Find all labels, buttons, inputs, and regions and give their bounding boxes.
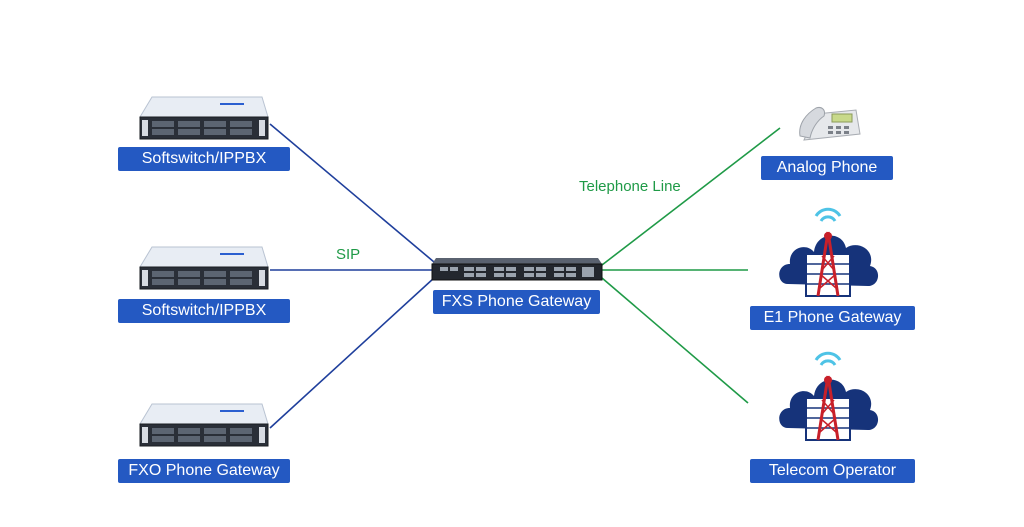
sip-label: SIP	[336, 246, 361, 263]
cell-tower-cloud-icon	[779, 207, 879, 297]
cell-tower-cloud-icon	[779, 351, 879, 441]
rack-server-icon	[139, 96, 269, 140]
telephone-line-1	[601, 127, 781, 266]
node-label-softswitch-1: Softswitch/IPPBX	[118, 147, 290, 171]
gateway-device-icon	[431, 258, 603, 281]
sip-line-1	[269, 123, 435, 263]
node-label-softswitch-2: Softswitch/IPPBX	[118, 299, 290, 323]
node-label-fxs-gateway: FXS Phone Gateway	[433, 290, 600, 314]
node-label-fxo-gateway: FXO Phone Gateway	[118, 459, 290, 483]
telephone-line-3	[601, 277, 749, 404]
rack-server-icon	[139, 246, 269, 290]
sip-line-3	[269, 277, 435, 429]
node-label-analog-phone: Analog Phone	[761, 156, 893, 180]
rack-server-icon	[139, 403, 269, 447]
node-label-telecom-operator: Telecom Operator	[750, 459, 915, 483]
node-label-e1-gateway: E1 Phone Gateway	[750, 306, 915, 330]
telephone-line-label: Telephone Line	[579, 178, 681, 195]
desk-phone-icon	[799, 107, 861, 141]
